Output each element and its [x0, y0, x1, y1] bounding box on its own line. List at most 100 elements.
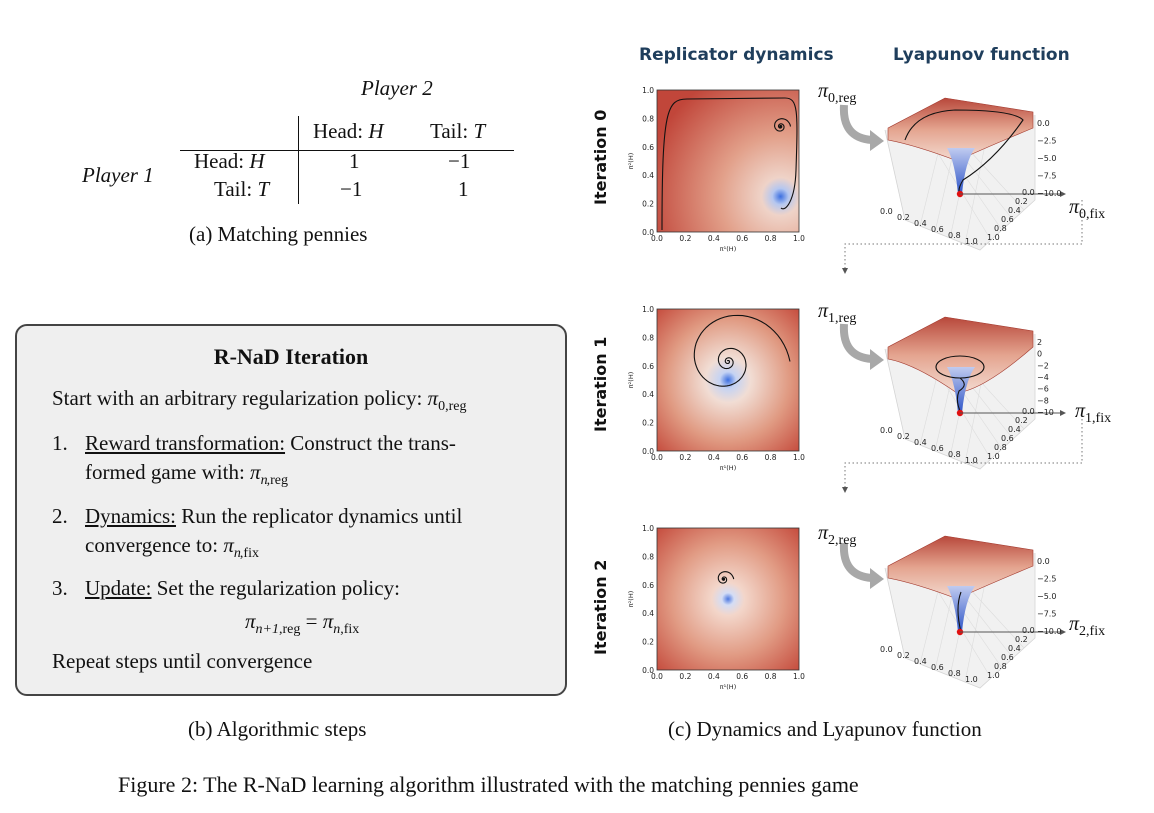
y3d-tick-label: 0.4 — [1008, 425, 1021, 434]
x3d-tick-label: 0.4 — [914, 438, 927, 447]
x-tick-label: 0.2 — [679, 672, 691, 681]
grid-line — [934, 582, 956, 671]
y3d-tick-label: 0.4 — [1008, 206, 1021, 215]
x-tick-label: 0.4 — [708, 234, 720, 243]
grid-line — [919, 582, 941, 665]
fix-point — [956, 190, 964, 198]
heatmap-plot-area — [656, 527, 800, 671]
step-1: 1. — [52, 431, 68, 455]
x-tick-label: 0.8 — [765, 453, 777, 462]
y-tick-label: 0.4 — [642, 609, 654, 618]
y3d-tick-label: 0.8 — [994, 662, 1007, 671]
header-replicator: Replicator dynamics — [639, 45, 834, 65]
z-tick-label: 2 — [1037, 338, 1042, 347]
x-tick-label: 0.0 — [651, 453, 663, 462]
z-tick-label: 0.0 — [1037, 557, 1050, 566]
fix-point — [956, 409, 964, 417]
algorithm-box: R-NaD Iteration Start with an arbitrary … — [15, 324, 567, 696]
x-tick-label: 1.0 — [793, 672, 805, 681]
y-tick-label: 0.0 — [642, 666, 654, 675]
reg-arrowhead — [870, 130, 884, 151]
x3d-tick-label: 0.0 — [880, 426, 893, 435]
reg-arrowhead — [870, 568, 884, 589]
update-formula: πn+1,reg = πn,fix — [245, 609, 360, 638]
x3d-tick-label: 0.4 — [914, 219, 927, 228]
z-tick-label: −5.0 — [1037, 592, 1056, 601]
y-tick-label: 0.0 — [642, 447, 654, 456]
y-tick-label: 0.8 — [642, 333, 654, 342]
y3d-tick-label: 0.6 — [1001, 434, 1014, 443]
y3d-tick-label: 0.0 — [1022, 626, 1035, 635]
z-tick-label: −7.5 — [1037, 610, 1056, 619]
y-tick-label: 0.0 — [642, 228, 654, 237]
lyapunov-iteration-1: 20−2−4−6−8−100.00.00.20.20.40.40.60.60.8… — [839, 316, 1066, 470]
x3d-tick-label: 0.2 — [897, 213, 910, 222]
grid-line — [935, 587, 992, 679]
y-tick-label: 0.2 — [642, 200, 654, 209]
algorithm-start-line: Start with an arbitrary regularization p… — [52, 386, 467, 415]
x-tick-label: 0.6 — [736, 453, 748, 462]
x3d-tick-label: 0.6 — [931, 663, 944, 672]
z-tick-label: −2 — [1037, 361, 1049, 370]
payoff-th: −1 — [340, 177, 363, 201]
lyapunov-funnel — [947, 148, 975, 194]
row-header-head: Head: H — [194, 149, 265, 173]
step-2: 2. — [52, 504, 68, 528]
x-tick-label: 0.4 — [708, 672, 720, 681]
y-tick-label: 0.8 — [642, 552, 654, 561]
fix-arrowhead — [1060, 410, 1066, 416]
x-tick-label: 0.0 — [651, 672, 663, 681]
dynamics-figure: 0.00.00.20.20.40.40.60.60.80.81.01.0π¹(H… — [627, 86, 1083, 691]
heatmap-iteration-2: 0.00.00.20.20.40.40.60.60.80.81.01.0π¹(H… — [627, 524, 805, 691]
payoff-tt: 1 — [458, 177, 469, 201]
fix-label-0: π0,fix — [1069, 196, 1106, 222]
col-header-head: Head: H — [313, 119, 384, 143]
trajectory — [661, 97, 798, 231]
x3d-tick-label: 0.6 — [931, 444, 944, 453]
y3d-tick-label: 0.2 — [1015, 635, 1028, 644]
x3d-tick-label: 0.6 — [931, 225, 944, 234]
algorithm-title: R-NaD Iteration — [213, 344, 369, 369]
lyapunov-trajectory — [957, 591, 962, 633]
y-tick-label: 0.2 — [642, 638, 654, 647]
y3d-tick-label: 0.2 — [1015, 197, 1028, 206]
fix-label-1: π1,fix — [1075, 400, 1112, 426]
x-tick-label: 0.8 — [765, 234, 777, 243]
z-tick-label: −5.0 — [1037, 154, 1056, 163]
y3d-tick-label: 0.0 — [1022, 407, 1035, 416]
step-1-text: Reward transformation: Construct the tra… — [85, 431, 456, 455]
matrix-divider-vertical — [298, 116, 299, 204]
x-axis-label: π¹(H) — [720, 464, 736, 472]
figure-caption: Figure 2: The R-NaD learning algorithm i… — [118, 772, 859, 797]
step-2-text: Dynamics: Run the replicator dynamics un… — [85, 504, 463, 528]
player2-label: Player 2 — [361, 76, 433, 100]
y-tick-label: 1.0 — [642, 305, 654, 314]
y-axis-label: π²(H) — [627, 153, 635, 169]
grid-line — [968, 149, 1025, 211]
y-tick-label: 1.0 — [642, 524, 654, 533]
row-header-tail: Tail: T — [214, 177, 270, 201]
heatmap-plot-area — [656, 89, 800, 233]
x3d-tick-label: 0.8 — [948, 450, 961, 459]
repeat-text: Repeat steps until convergence — [52, 649, 313, 673]
x3d-tick-label: 0.4 — [914, 657, 927, 666]
grid-line — [968, 587, 1025, 649]
trajectory-spiral — [774, 118, 792, 132]
grid-line — [935, 149, 992, 241]
y3d-tick-label: 1.0 — [987, 671, 1000, 680]
heatmap-iteration-1: 0.00.00.20.20.40.40.60.60.80.81.01.0π¹(H… — [627, 305, 805, 472]
reg-arrow — [839, 542, 873, 582]
x-axis-label: π¹(H) — [720, 683, 736, 691]
x-axis-label: π¹(H) — [720, 245, 736, 253]
payoff-hh: 1 — [349, 149, 360, 173]
step-2-text-2: convergence to: πn,fix — [85, 533, 259, 562]
z-tick-label: −2.5 — [1037, 137, 1056, 146]
reg-label-1: π1,reg — [818, 300, 857, 326]
fix-arrowhead — [1060, 191, 1066, 197]
heatmap-iteration-0: 0.00.00.20.20.40.40.60.60.80.81.01.0π¹(H… — [627, 86, 805, 253]
col-header-tail: Tail: T — [430, 119, 486, 143]
trajectory-spiral — [693, 314, 791, 387]
matrix-divider-horizontal — [180, 150, 514, 151]
x3d-tick-label: 0.2 — [897, 432, 910, 441]
y3d-tick-label: 0.8 — [994, 224, 1007, 233]
